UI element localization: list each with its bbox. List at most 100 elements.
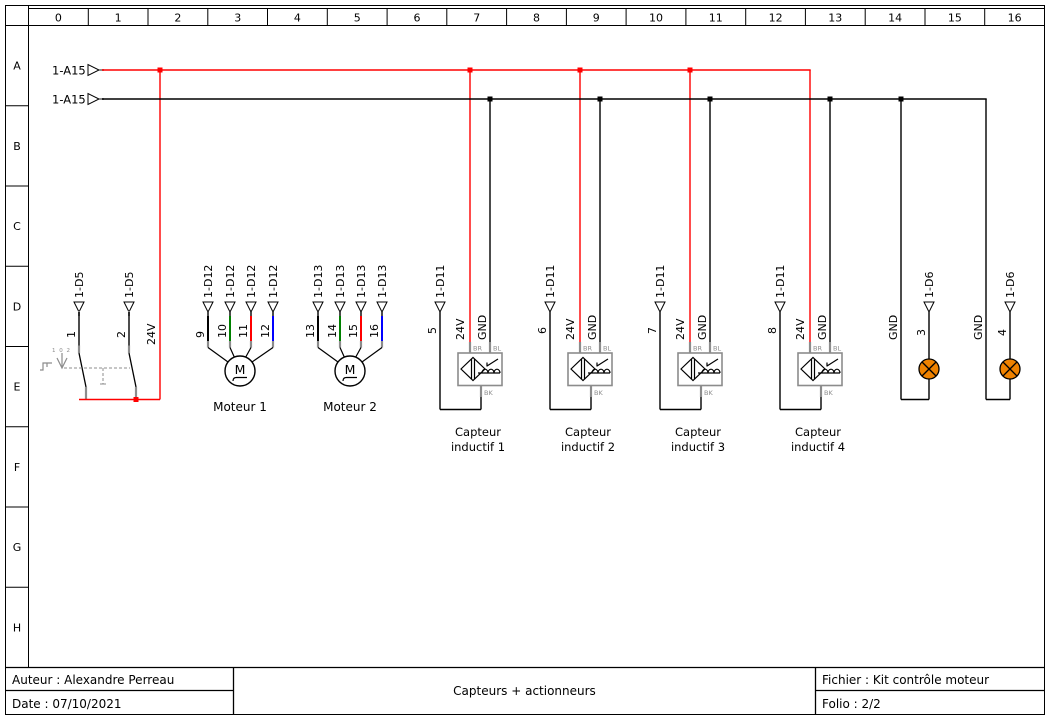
lamp-cross — [921, 361, 937, 377]
motor-underline-icon — [232, 376, 247, 382]
terminal-label-brown: BR — [693, 345, 702, 353]
connector-icon — [544, 301, 556, 314]
manual-actuator-icon: 1 0 2 — [40, 348, 71, 371]
sensor-box-icon — [797, 352, 843, 387]
lamp-ref-label: 1-D6 — [1004, 272, 1017, 298]
connector-icon — [923, 301, 935, 314]
column-label: 5 — [354, 12, 361, 25]
wire-lead — [229, 347, 236, 358]
motor-name-label: Moteur 2 — [323, 400, 377, 414]
motor-1: 1-D12 1-D12 1-D12 1-D12 9 10 11 12 M Mot… — [194, 265, 280, 414]
motor-icon — [224, 355, 256, 387]
connector-icon — [1004, 301, 1016, 314]
motor1-ref-label: 1-D12 — [267, 265, 280, 298]
row-label: G — [13, 541, 22, 554]
title-block-folio: Folio : 2/2 — [822, 697, 881, 711]
sensor-name-line1: Capteur — [795, 425, 841, 439]
lamp-2: GND 1-D6 4 — [972, 272, 1021, 401]
motor2-ref-label: 1-D13 — [312, 265, 325, 298]
connector-icon — [267, 301, 279, 314]
motor-symbol-letter: M — [235, 362, 246, 377]
ground-label: GND — [476, 315, 489, 340]
column-label: 7 — [473, 12, 480, 25]
connector-icon — [774, 301, 786, 314]
wire-number: 14 — [326, 324, 339, 338]
connector-icon — [202, 301, 214, 314]
wire-number: 16 — [368, 324, 381, 338]
terminal-label-blue: BL — [603, 345, 611, 353]
row-label: B — [13, 140, 21, 153]
row-label: A — [13, 60, 21, 73]
inductive-sensor-symbol-icon — [800, 356, 841, 382]
connector-icon — [73, 301, 85, 314]
sensor-name-line2: inductif 2 — [561, 440, 615, 454]
inductive-sensor-symbol-icon — [460, 356, 501, 382]
wire-lead — [207, 347, 229, 363]
ground-label: GND — [972, 315, 985, 340]
wire-number: 13 — [304, 324, 317, 338]
column-label: 10 — [649, 12, 663, 25]
wire-number: 8 — [766, 327, 779, 334]
sensor-box-icon — [677, 352, 723, 387]
terminal-label-brown: BR — [583, 345, 592, 353]
row-label: H — [13, 621, 21, 634]
inductive-sensor-symbol-icon — [570, 356, 611, 382]
row-label: D — [13, 300, 21, 313]
row-label: F — [14, 461, 20, 474]
connector-icon — [654, 301, 666, 314]
inductive-sensor-symbol-icon — [680, 356, 721, 382]
sensor-name-line1: Capteur — [565, 425, 611, 439]
title-block-date: Date : 07/10/2021 — [12, 697, 122, 711]
column-label: 11 — [709, 12, 723, 25]
connector-icon — [245, 301, 257, 314]
terminal-label-black: BK — [484, 389, 493, 397]
terminal-label-black: BK — [704, 389, 713, 397]
no-contact-blade-icon — [78, 352, 87, 388]
title-block-description: Capteurs + actionneurs — [453, 684, 596, 698]
wire-lead — [339, 347, 346, 358]
column-label: 0 — [55, 12, 62, 25]
title-block: Auteur : Alexandre Perreau Date : 07/10/… — [5, 666, 1045, 715]
wire-number: 6 — [536, 327, 549, 334]
supply-label: 24V — [674, 318, 687, 340]
rail-24v: 1-A15 — [52, 64, 811, 400]
outer-border — [5, 5, 1045, 715]
column-label: 14 — [888, 12, 902, 25]
connector-icon — [334, 301, 346, 314]
lamp-cross — [1002, 361, 1018, 377]
motor1-ref-label: 1-D12 — [224, 265, 237, 298]
connector-icon — [312, 301, 324, 314]
connector-icon — [434, 301, 446, 314]
motor1-ref-label: 1-D12 — [245, 265, 258, 298]
column-label: 8 — [533, 12, 540, 25]
relay-contact-block: 1-D5 1-D5 1 2 1 0 2 24V — [40, 272, 160, 402]
actuator-code-label: 1 0 2 — [52, 348, 71, 354]
terminal-label-brown: BR — [813, 345, 822, 353]
sensor-1: 1-D11 5 24V GND BR BL BK Capteur inducti… — [426, 265, 505, 454]
column-label: 15 — [948, 12, 962, 25]
column-label: 6 — [414, 12, 421, 25]
column-label: 2 — [174, 12, 181, 25]
wire-number: 7 — [646, 327, 659, 334]
sensor-name-line1: Capteur — [455, 425, 501, 439]
terminal-label-black: BK — [824, 389, 833, 397]
motor-symbol-letter: M — [345, 362, 356, 377]
wire-number: 2 — [115, 331, 128, 338]
wire-number: 5 — [426, 327, 439, 334]
folio-reference-icon — [87, 92, 101, 106]
supply-label: 24V — [145, 323, 158, 345]
ground-label: GND — [586, 315, 599, 340]
wire-number: 3 — [915, 329, 928, 336]
row-label: C — [13, 220, 21, 233]
column-label: 4 — [294, 12, 301, 25]
wire-lead — [354, 347, 362, 358]
column-header-labels: 0 1 2 3 4 5 6 7 8 9 10 11 12 13 14 15 16 — [55, 12, 1022, 25]
wire-number: 12 — [259, 324, 272, 338]
sensor-box-icon — [457, 352, 503, 387]
wire-number: 15 — [347, 324, 360, 338]
motor-icon — [334, 355, 366, 387]
column-label: 9 — [593, 12, 600, 25]
rail-gnd-label: 1-A15 — [52, 93, 86, 107]
sensor-name-line2: inductif 4 — [791, 440, 845, 454]
